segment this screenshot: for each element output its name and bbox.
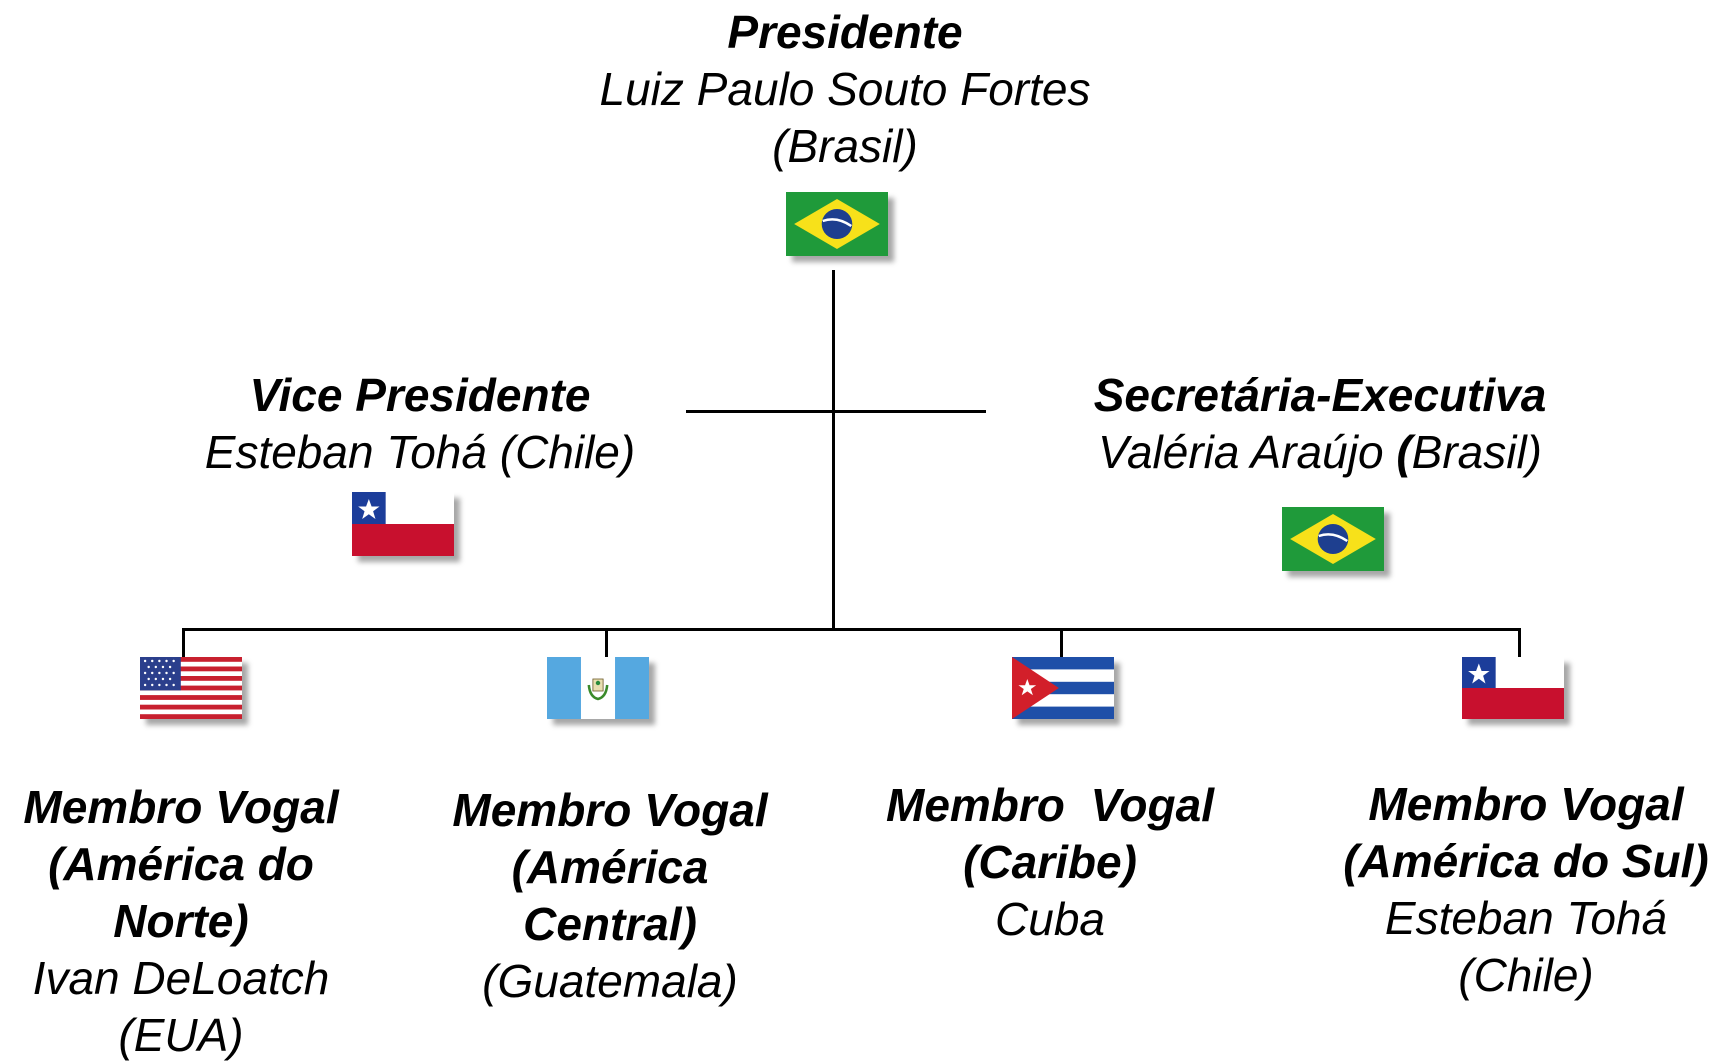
member-region-line: Central) — [523, 898, 697, 950]
connector-member-1 — [182, 628, 185, 658]
member-region-line: Norte) — [113, 895, 249, 947]
connector-member-4 — [1518, 628, 1521, 658]
president-country: (Brasil) — [772, 120, 918, 172]
vice-president-role: Vice Presidente — [249, 369, 591, 421]
connector-president-vertical — [832, 270, 835, 630]
member-country: (EUA) — [118, 1009, 244, 1061]
member-country: (Chile) — [1458, 949, 1594, 1001]
member-region-line: (América do Sul) — [1343, 835, 1709, 887]
member-country: (Guatemala) — [482, 955, 738, 1007]
member-role-line: Membro Vogal — [1368, 778, 1684, 830]
executive-secretary-name-text: Valéria Araújo — [1098, 426, 1397, 478]
vice-president-block: Vice Presidente Esteban Tohá (Chile) — [160, 367, 680, 481]
president-block: Presidente Luiz Paulo Souto Fortes (Bras… — [545, 4, 1145, 175]
member-region-line: (Caribe) — [963, 836, 1137, 888]
cuba-flag-icon — [1012, 657, 1114, 719]
member-role-line: Membro Vogal — [452, 784, 768, 836]
member-name: Esteban Tohá — [1384, 892, 1668, 944]
member-central-america-block: Membro Vogal (América Central) (Guatemal… — [420, 782, 800, 1010]
president-role: Presidente — [727, 6, 963, 58]
member-country: Cuba — [995, 893, 1105, 945]
connector-member-2 — [605, 628, 608, 658]
member-caribbean-block: Membro Vogal (Caribe) Cuba — [860, 777, 1240, 948]
member-region-line: (América do — [48, 838, 314, 890]
executive-secretary-block: Secretária-Executiva Valéria Araújo (Bra… — [1060, 367, 1580, 481]
chile-flag-icon — [1462, 657, 1564, 719]
member-role-line: Membro Vogal — [23, 781, 339, 833]
member-role-line: Membro Vogal — [886, 779, 1214, 831]
member-south-america-block: Membro Vogal (América do Sul) Esteban To… — [1326, 776, 1726, 1004]
usa-flag-icon — [140, 657, 242, 719]
brazil-flag-icon — [1282, 507, 1384, 571]
executive-secretary-role: Secretária-Executiva — [1093, 369, 1547, 421]
executive-secretary-name: Valéria Araújo (Brasil) — [1060, 424, 1580, 481]
chile-flag-icon — [352, 492, 454, 556]
connector-members-horizontal — [182, 628, 1521, 631]
executive-secretary-country: Brasil) — [1411, 426, 1542, 478]
connector-member-3 — [1060, 628, 1063, 658]
connector-officers-horizontal — [686, 410, 986, 413]
member-region-line: (América — [511, 841, 709, 893]
member-name: Ivan DeLoatch — [32, 952, 330, 1004]
guatemala-flag-icon — [547, 657, 649, 719]
president-name: Luiz Paulo Souto Fortes — [599, 63, 1091, 115]
executive-secretary-paren: ( — [1396, 426, 1412, 478]
brazil-flag-icon — [786, 192, 888, 256]
vice-president-name: Esteban Tohá (Chile) — [204, 426, 636, 478]
member-north-america-block: Membro Vogal (América do Norte) Ivan DeL… — [0, 779, 362, 1064]
